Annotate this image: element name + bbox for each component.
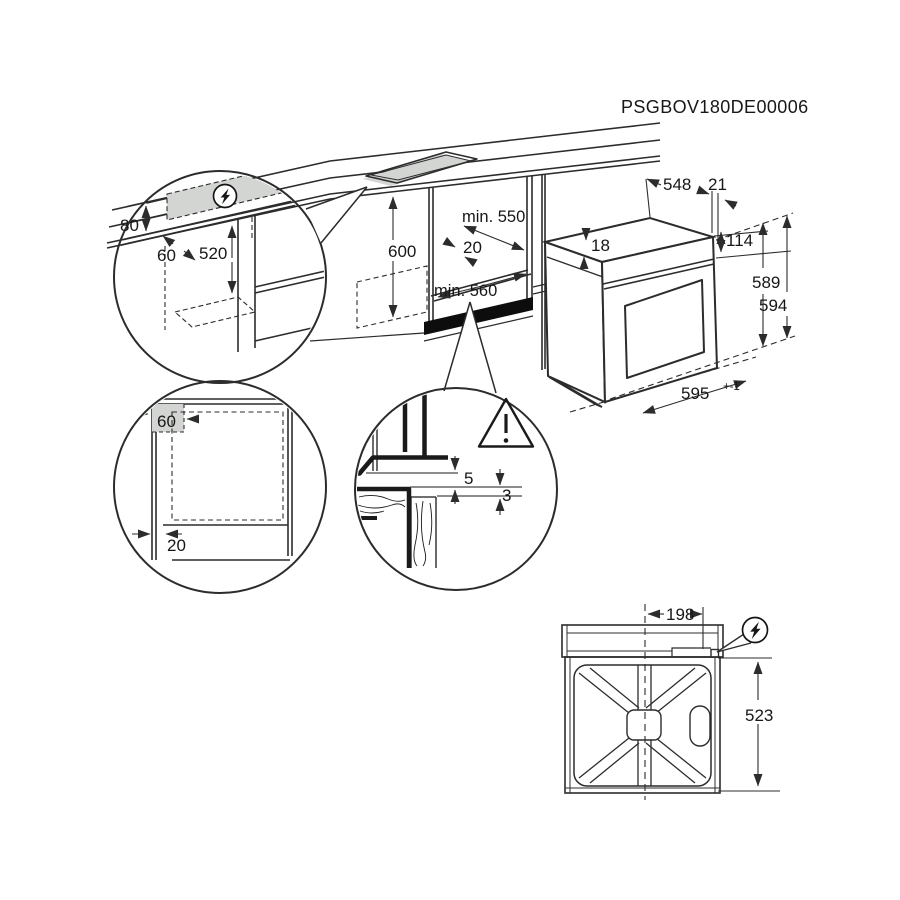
doc-code: PSGBOV180DE00006 (621, 97, 809, 117)
dim-clearance-below: 520 (199, 244, 227, 263)
gap-detail-content (357, 390, 522, 568)
rear-cross-brace (578, 665, 707, 786)
dim-width-tolerance: +-1 (723, 381, 740, 393)
electric-connection-icon (212, 183, 238, 209)
oven-left-face (543, 240, 607, 404)
gap-detail-circle (354, 387, 558, 591)
main-view-dimensions (388, 196, 527, 318)
dim-door-offset: 21 (708, 175, 727, 194)
oven-view-dimensions (569, 178, 796, 414)
oven-foot (548, 376, 603, 408)
dim-side-zone-depth: 60 (157, 412, 176, 431)
wood-panel-right (410, 496, 437, 568)
oven-top-dashed (173, 296, 257, 328)
oven-door-window (624, 279, 705, 379)
dim-zone-depth: 60 (157, 246, 176, 265)
hob-cutout (363, 151, 478, 186)
dim-terminal-offset: 198 (666, 605, 694, 624)
oven-position-dashed (356, 265, 428, 329)
dim-worktop-edge: 80 (120, 216, 139, 235)
side-detail-circle (113, 380, 327, 594)
dim-front-height: 594 (759, 296, 787, 315)
warning-icon (477, 397, 535, 448)
control-panel-line (602, 258, 715, 285)
dim-plinth-recess: 20 (167, 536, 186, 555)
oven-view (541, 216, 719, 408)
dim-rear-height: 523 (745, 706, 773, 725)
dim-top-thickness: 18 (591, 236, 610, 255)
dim-lower-gap: 3 (502, 486, 511, 505)
dim-niche-depth: min. 550 (462, 208, 525, 226)
rear-view (561, 604, 780, 800)
dim-width: 595 (681, 384, 709, 403)
terminal-recess (671, 647, 711, 657)
electric-connection-icon-rear (716, 616, 769, 653)
side-detail-content (132, 398, 294, 561)
dim-body-height: 589 (752, 273, 780, 292)
rear-side-slot (689, 705, 711, 747)
rear-body (564, 656, 721, 794)
rear-top-panel (561, 624, 724, 658)
dim-niche-height: 600 (388, 242, 416, 261)
wood-grain-left (357, 494, 406, 514)
dim-upper-gap: 5 (464, 469, 473, 488)
cabinet-front-section (357, 486, 412, 568)
connection-zone-side (152, 404, 184, 432)
rear-back-panel (573, 664, 712, 787)
dim-niche-width: min. 560 (434, 282, 497, 300)
dim-control-panel-height: 114 (726, 231, 753, 250)
oven-outline-dashed (171, 411, 284, 521)
connection-zone-hob (363, 154, 469, 186)
connection-detail-callout (305, 186, 368, 244)
connection-detail-circle (113, 170, 327, 384)
gap-detail-callout (443, 301, 497, 394)
dim-top-depth: 548 (663, 175, 691, 194)
terminal-box (710, 648, 720, 658)
plinth-gap-bar (424, 297, 533, 335)
dim-rear-gap: 20 (463, 238, 482, 257)
rear-center-plate (626, 709, 662, 741)
